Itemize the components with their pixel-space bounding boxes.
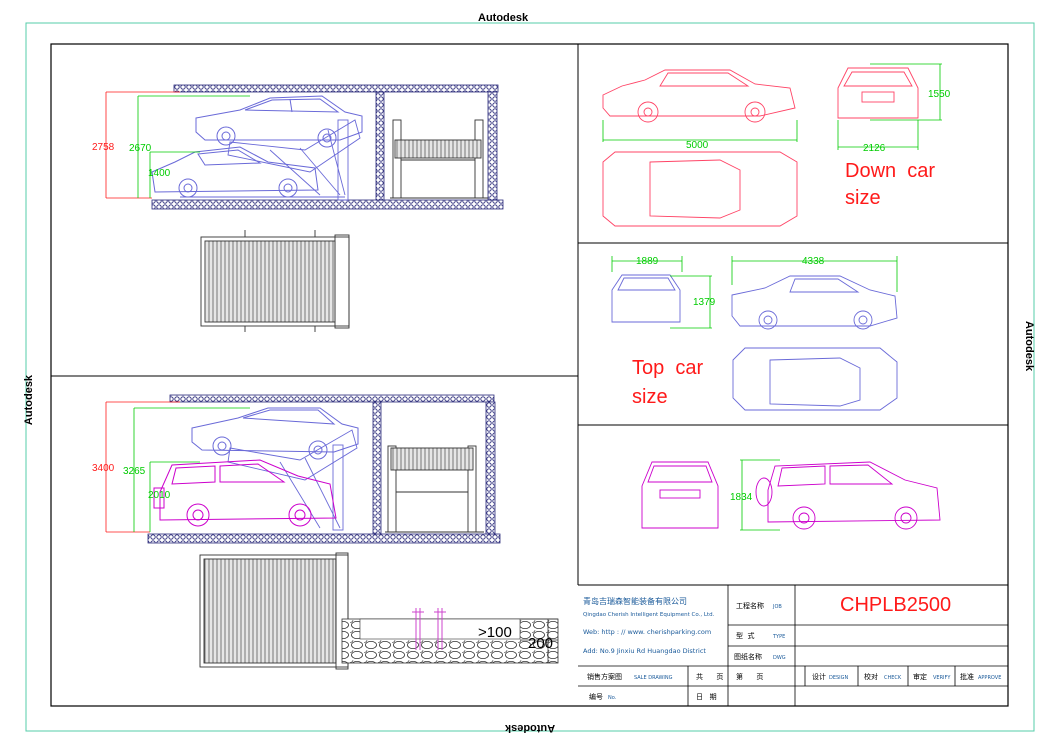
pit-section: >100 200 [341, 608, 559, 664]
left-top-elevation: 2758 2670 1400 [92, 84, 504, 210]
tb-type-cn: 型 式 [736, 631, 754, 640]
down-car-label-1: Down car [845, 160, 935, 182]
pit-dim-gt: >100 [478, 624, 512, 641]
top-car-width: 1889 [636, 256, 659, 267]
left-bottom-elevation: 3400 3265 2010 [92, 394, 501, 544]
tb-check-en: CHECK [884, 675, 902, 681]
tb-approve-cn: 批准 [960, 672, 974, 681]
dim-top-inner: 2670 [129, 143, 152, 154]
left-top-plan [200, 230, 350, 332]
tb-dwg-cn: 图纸名称 [734, 652, 762, 661]
tb-job-en: JOB [772, 604, 782, 610]
dim-bottom-lower: 2010 [148, 490, 171, 501]
top-car-views: 1889 4338 1379 Top car size [611, 256, 898, 411]
suv-height: 1834 [730, 492, 753, 503]
watermark-top: Autodesk [478, 12, 529, 24]
top-car-label-2: size [632, 386, 668, 408]
outer-frame [25, 22, 1035, 732]
watermark-bottom: Autodesk [505, 722, 556, 734]
down-car-width: 2126 [863, 143, 886, 154]
tb-no-en: No. [608, 695, 617, 701]
tb-sale-cn: 销售方案图 [587, 672, 622, 681]
drawing-border [50, 43, 1009, 707]
tb-design-en: DESIGN [829, 675, 849, 681]
tb-verify-cn: 审定 [913, 672, 927, 681]
top-car-label-1: Top car [632, 357, 703, 379]
tb-no-cn: 编号 [589, 692, 603, 701]
dim-top-total: 2758 [92, 142, 115, 153]
down-car-label-2: size [845, 187, 881, 209]
watermark-right: Autodesk [1023, 320, 1036, 372]
tb-model: CHPLB2500 [840, 594, 951, 616]
tb-page-no: 第 页 [736, 672, 763, 681]
tb-job-cn: 工程名称 [736, 601, 764, 610]
down-car-views: 5000 2126 1550 Down car size [602, 63, 951, 227]
down-car-length: 5000 [686, 140, 709, 151]
dim-top-lower: 1400 [148, 168, 171, 179]
left-bottom-plan [199, 552, 349, 670]
tb-dwg-en: DWG [773, 655, 786, 661]
top-car-height: 1379 [693, 297, 716, 308]
dim-bottom-inner: 3265 [123, 466, 146, 477]
tb-type-en: TYPE [772, 634, 785, 640]
tb-web: Web: http : // www. cherishparking.com [583, 628, 711, 636]
dim-bottom-total: 3400 [92, 463, 115, 474]
tb-company-cn: 青岛吉瑞森智能装备有限公司 [583, 596, 687, 606]
tb-approve-en: APPROVE [978, 675, 1001, 681]
watermark-left: Autodesk [23, 374, 36, 426]
tb-sale-en: SALE DRAWING [634, 675, 673, 681]
tb-verify-en: VERIFY [933, 675, 951, 681]
title-block [578, 585, 1008, 706]
tb-total-pages: 共 页 [696, 672, 723, 681]
top-car-length: 4338 [802, 256, 825, 267]
pit-dim-depth: 200 [528, 635, 553, 652]
tb-date: 日 期 [696, 693, 717, 701]
tb-design-cn: 设计 [812, 672, 826, 681]
tb-company-en: Qingdao Cherish Intelligent Equipment Co… [583, 612, 715, 618]
suv-views: 1834 [641, 459, 941, 531]
tb-address: Add: No.9 Jinxiu Rd Huangdao District [583, 647, 706, 655]
down-car-height: 1550 [928, 89, 951, 100]
tb-check-cn: 校对 [864, 672, 878, 681]
